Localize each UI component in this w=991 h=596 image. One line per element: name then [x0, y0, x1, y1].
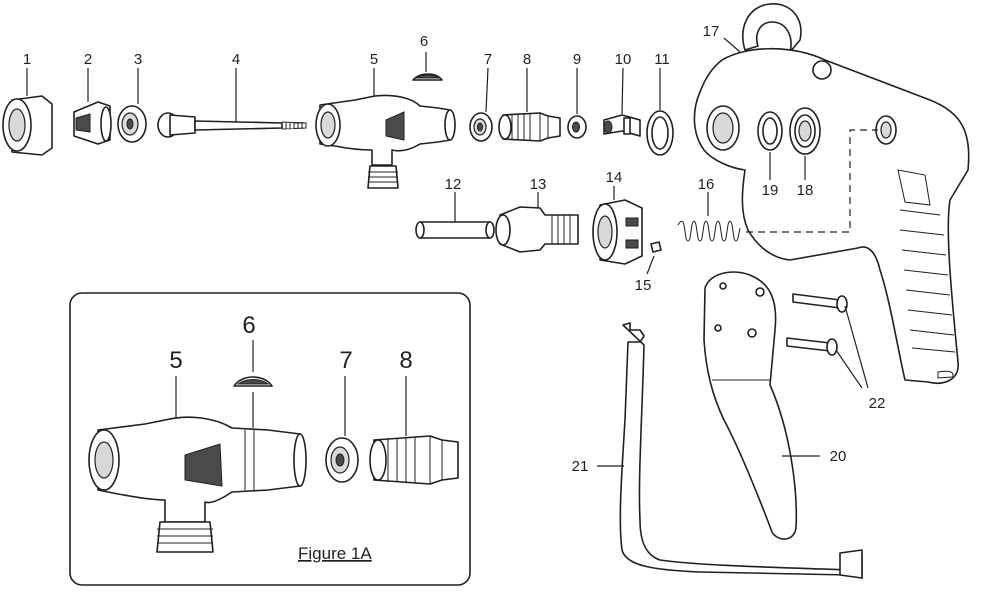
callout-7: 7	[484, 51, 492, 68]
callout-13: 13	[530, 176, 547, 193]
callout-20: 20	[830, 448, 847, 465]
callout-14: 14	[606, 169, 623, 186]
callout-6: 6	[420, 33, 428, 50]
clip-part-10	[603, 114, 641, 137]
inset-caption: Figure 1A	[298, 544, 372, 563]
callout-2: 2	[84, 51, 92, 68]
inset-callout-8: 8	[399, 347, 412, 374]
inset-check-valve-part-6	[233, 376, 273, 387]
housing-part-8	[498, 112, 561, 142]
check-valve-part-6	[412, 73, 443, 81]
trigger-part-20	[703, 271, 798, 540]
callout-4: 4	[232, 51, 240, 68]
inset-seat-part-7	[325, 437, 359, 483]
tee-body-part-5	[315, 94, 456, 189]
o-ring-part-11	[646, 110, 674, 156]
inset-callout-5: 5	[169, 347, 182, 374]
pin-part-12	[415, 221, 495, 239]
o-ring-part-19	[757, 111, 783, 151]
callout-15: 15	[635, 277, 652, 294]
callout-16: 16	[698, 176, 715, 193]
callout-11: 11	[654, 51, 670, 68]
callout-21: 21	[572, 458, 589, 475]
adapter-part-13	[495, 206, 579, 253]
callout-12: 12	[445, 176, 462, 193]
callout-10: 10	[615, 51, 632, 68]
inset-housing-part-8	[369, 435, 459, 485]
inset-tee-body-part-5	[88, 416, 307, 553]
inset-callout-7: 7	[339, 347, 352, 374]
callout-17: 17	[703, 23, 720, 40]
callout-3: 3	[134, 51, 142, 68]
trigger-guard-part-21	[619, 322, 863, 579]
setscrew-part-15	[650, 241, 662, 253]
seal-part-3	[117, 105, 147, 143]
assembly-guide-line	[746, 129, 878, 233]
callout-5: 5	[370, 51, 378, 68]
inset-figure-1a: 5 6 7 8 Figure 1A	[69, 292, 471, 586]
callout-18: 18	[797, 182, 814, 199]
needle-part-4	[157, 112, 307, 138]
nut-part-1	[2, 95, 53, 156]
washer-part-9	[567, 115, 587, 139]
nut-part-18	[789, 107, 821, 155]
leader-lines	[26, 37, 869, 467]
callout-8: 8	[523, 51, 531, 68]
callout-22: 22	[869, 395, 886, 412]
callout-labels: 1 2 3 4 5 6 7 8 9 10 11 12 13 14 15 16 1…	[23, 23, 886, 475]
seat-part-7	[469, 112, 493, 142]
spring-part-16	[677, 220, 741, 242]
callout-19: 19	[762, 182, 779, 199]
inset-callout-6: 6	[242, 312, 255, 339]
tip-part-2	[73, 101, 112, 145]
callout-1: 1	[23, 51, 31, 68]
trigger-pins-part-22	[786, 293, 848, 356]
collar-part-14	[592, 199, 643, 265]
callout-9: 9	[573, 51, 581, 68]
